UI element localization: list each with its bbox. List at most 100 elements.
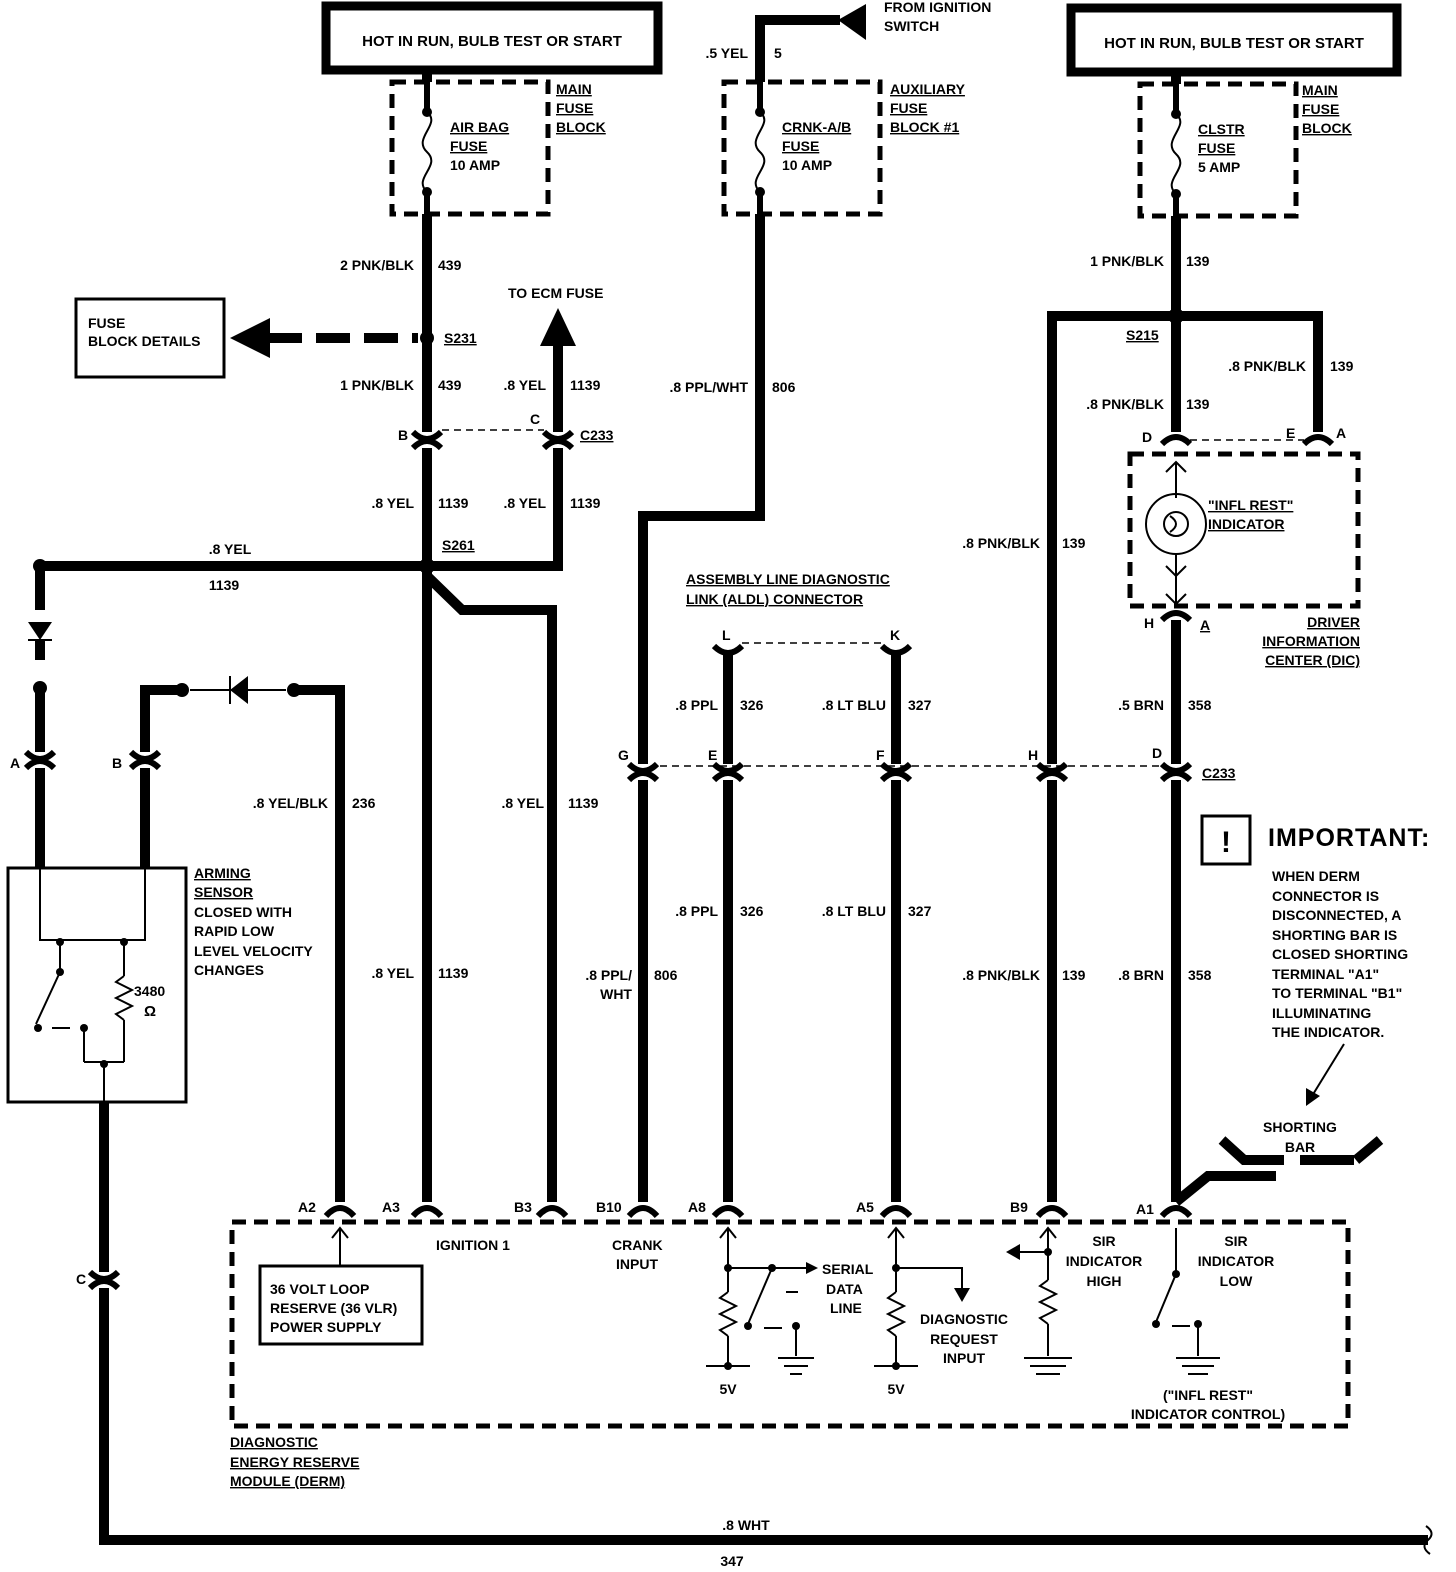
pin-label: B: [112, 755, 122, 771]
wire-label: .8 PNK/BLK: [1086, 396, 1164, 412]
control-label: INDICATOR CONTROL): [1131, 1406, 1285, 1422]
pin-label: K: [890, 627, 900, 643]
resistor-unit: Ω: [144, 1003, 156, 1020]
wire-circuit: 1139: [438, 495, 469, 511]
fuse-block-label: FUSE: [890, 100, 927, 116]
important-line: WHEN DERM: [1272, 868, 1360, 884]
wire-label: .8 BRN: [1118, 967, 1164, 983]
wire-label: .8 YEL: [501, 795, 544, 811]
dic-label: CENTER (DIC): [1265, 652, 1360, 668]
wire-circuit: 139: [1062, 535, 1086, 551]
voltage-label: 5V: [719, 1381, 737, 1397]
wire-circuit: 347: [720, 1553, 744, 1569]
wire-circuit: 139: [1186, 253, 1210, 269]
pin-label: F: [876, 747, 885, 763]
resistor-value: 3480: [134, 983, 165, 999]
sir-low-label: LOW: [1220, 1273, 1253, 1289]
serial-label: DATA: [826, 1281, 863, 1297]
pin-label: A: [1336, 425, 1346, 441]
important-title: IMPORTANT:: [1268, 824, 1430, 852]
pin-label: H: [1028, 747, 1038, 763]
arrow-icon: [806, 1262, 818, 1274]
pin-label: D: [1142, 429, 1152, 445]
hot-banner-left-text: HOT IN RUN, BULB TEST OR START: [362, 33, 622, 50]
wire-label: .8 PNK/BLK: [962, 535, 1040, 551]
arrow-icon: [540, 308, 576, 346]
arming-sensor-connectors: A B C: [10, 749, 162, 1291]
fuse-block-label: MAIN: [1302, 82, 1338, 98]
indicator-label: INDICATOR: [1208, 516, 1284, 532]
switch-icon: [1155, 1273, 1177, 1323]
ref-label: BLOCK DETAILS: [88, 333, 201, 349]
wire-labels: 2 PNK/BLK 439 1 PNK/BLK 439 .8 YEL 1139 …: [209, 253, 1354, 1569]
wire-circuit: 806: [654, 967, 678, 983]
arming-label: RAPID LOW: [194, 923, 275, 939]
arming-sensor: 3480 Ω ARMING SENSOR CLOSED WITH RAPID L…: [6, 865, 313, 1104]
wire-label: .8 YEL/BLK: [253, 795, 328, 811]
serial-label: LINE: [830, 1300, 862, 1316]
derm-name: MODULE (DERM): [230, 1473, 345, 1489]
fuse-rating: 10 AMP: [782, 157, 832, 173]
fuse-icon: [1170, 113, 1182, 195]
wire-circuit: 326: [740, 697, 764, 713]
important-line: TO TERMINAL "B1": [1272, 985, 1402, 1001]
splices: S231 S261 S215: [33, 308, 1184, 574]
pin-label: A5: [856, 1199, 874, 1215]
arming-label: LEVEL VELOCITY: [194, 943, 313, 959]
driver-information-center: D E A H A "INFL REST" INDICATOR DRIVER I…: [1127, 425, 1361, 668]
arrow-icon: [838, 4, 866, 40]
splice-dot: [1168, 308, 1184, 324]
pin-label: E: [1286, 425, 1295, 441]
diag-label: DIAGNOSTIC: [920, 1311, 1008, 1327]
wire-label: 2 PNK/BLK: [340, 257, 414, 273]
fuse-block-label: FUSE: [556, 100, 593, 116]
arming-label: ARMING: [194, 865, 251, 881]
wire-circuit: 358: [1188, 967, 1212, 983]
c233-top-connector: B C C233: [398, 411, 614, 451]
dic-label: INFORMATION: [1262, 633, 1360, 649]
fuse-label: FUSE: [782, 138, 819, 154]
sir-high-label: INDICATOR: [1066, 1253, 1142, 1269]
fuse-block-label: BLOCK: [556, 119, 606, 135]
important-line: CONNECTOR IS: [1272, 888, 1379, 904]
vlr-label: 36 VOLT LOOP: [270, 1281, 369, 1297]
fuse-label: FUSE: [1198, 140, 1235, 156]
derm-name: DIAGNOSTIC: [230, 1434, 318, 1450]
wire-label: .5 BRN: [1118, 697, 1164, 713]
pin-label: G: [618, 747, 629, 763]
aldl-connector: L K ASSEMBLY LINE DIAGNOSTIC LINK (ALDL)…: [686, 571, 913, 656]
splice-label: S231: [444, 330, 477, 346]
from-ignition-label-2: SWITCH: [884, 18, 939, 34]
pin-label: A: [10, 755, 20, 771]
ref-label: TO ECM FUSE: [508, 285, 603, 301]
wire-label: .8 PPL: [675, 697, 718, 713]
wire-label: .8 YEL: [371, 965, 414, 981]
wire-label: .8 PPL/WHT: [669, 379, 748, 395]
splice-label: S261: [442, 537, 475, 553]
important-line: DISCONNECTED, A: [1272, 907, 1401, 923]
wire-label: .8 YEL: [503, 377, 546, 393]
fuse-rating: 10 AMP: [450, 157, 500, 173]
resistor-icon: [1037, 1279, 1059, 1325]
c233-mid-connector: G E F H D C233: [618, 745, 1236, 783]
wire-label: 1 PNK/BLK: [1090, 253, 1164, 269]
wire-circuit: 1139: [209, 577, 240, 593]
crank-fuse: CRNK-A/B FUSE 10 AMP AUXILIARY FUSE BLOC…: [721, 79, 966, 217]
arming-label: SENSOR: [194, 884, 253, 900]
wire-circuit: 139: [1062, 967, 1086, 983]
aldl-label: ASSEMBLY LINE DIAGNOSTIC: [686, 571, 890, 587]
wire-label: .8 LT BLU: [822, 903, 886, 919]
airbag-fuse: AIR BAG FUSE 10 AMP MAIN FUSE BLOCK: [389, 70, 606, 217]
pin-label: L: [722, 627, 731, 643]
crank-label: INPUT: [616, 1256, 658, 1272]
wire-circuit: 327: [908, 697, 932, 713]
ignition-switch-feed: FROM IGNITION SWITCH .5 YEL 5: [705, 0, 991, 82]
wire-label: .8 WHT: [722, 1517, 770, 1533]
important-line: CLOSED SHORTING: [1272, 946, 1408, 962]
diode-icon: [28, 622, 52, 640]
pin-label: A2: [298, 1199, 316, 1215]
fuse-label: CLSTR: [1198, 121, 1245, 137]
wires: [35, 214, 1428, 1545]
wire-circuit: 139: [1186, 396, 1210, 412]
from-ignition-label: FROM IGNITION: [884, 0, 991, 15]
